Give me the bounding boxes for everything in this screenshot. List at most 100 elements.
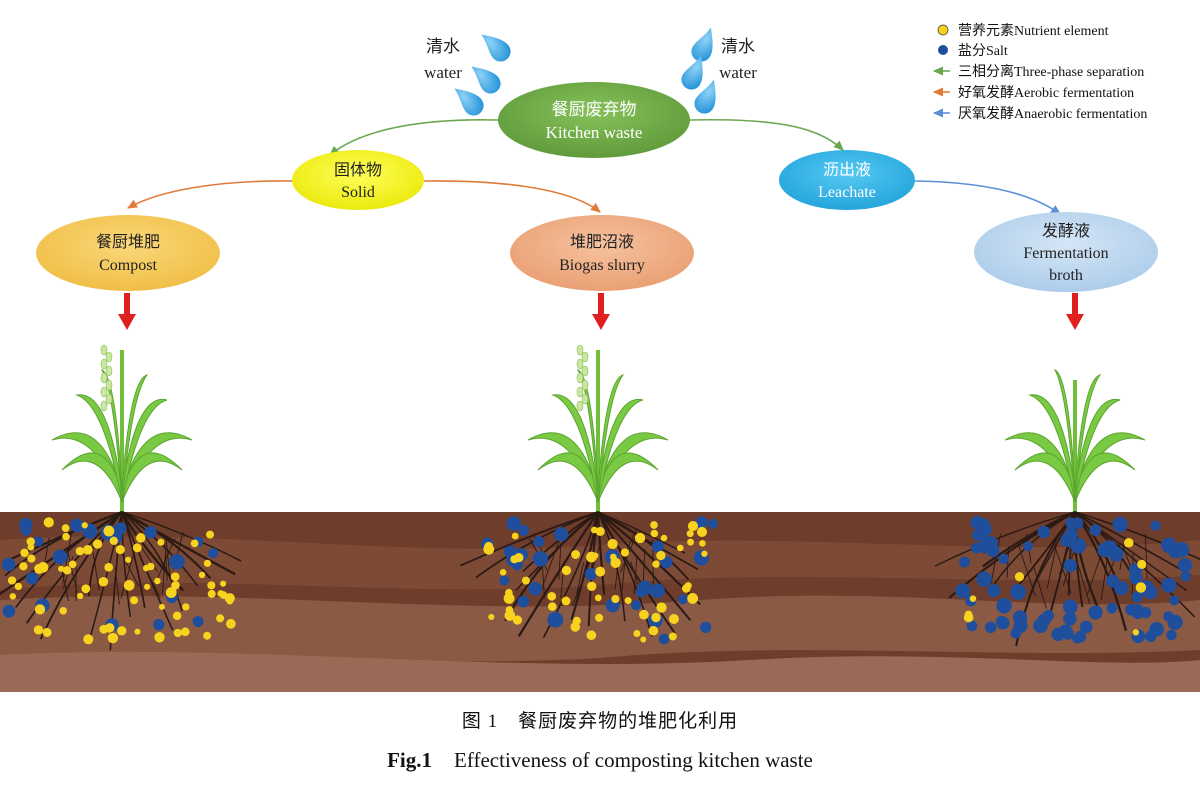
nutrient-particle: [650, 529, 659, 538]
nutrient-particle: [595, 613, 604, 622]
nutrient-particle: [969, 595, 977, 602]
salt-particle: [1037, 525, 1051, 539]
salt-particle: [658, 633, 670, 645]
arrow-to-biogas: [423, 180, 601, 213]
nutrient-particle: [132, 543, 142, 553]
nutrient-particle: [483, 543, 495, 555]
nutrient-particle: [20, 548, 29, 558]
salt-particle: [1062, 599, 1078, 615]
nutrient-particle: [503, 592, 515, 604]
nutrient-particle: [586, 630, 597, 640]
particle-cluster: [1, 517, 236, 645]
nutrient-particle: [652, 560, 660, 568]
nutrient-particle: [172, 611, 182, 621]
salt-particle: [113, 523, 126, 536]
salt-particle: [517, 595, 530, 608]
particle-cluster: [955, 515, 1193, 644]
nutrient-particle: [190, 539, 199, 548]
salt-particle: [1063, 612, 1077, 626]
nutrient-particle: [650, 521, 658, 529]
salt-particle: [518, 524, 530, 536]
nutrient-particle: [686, 530, 694, 538]
salt-particle: [1022, 541, 1033, 552]
nutrient-particle: [521, 576, 530, 585]
salt-particle: [1037, 613, 1051, 627]
nutrient-particle: [1014, 572, 1025, 582]
salt-particle: [985, 621, 997, 634]
salt-particle: [971, 529, 984, 541]
nutrient-particle: [687, 520, 699, 532]
nutrient-particle: [607, 538, 618, 550]
diagram-canvas: 清水 water 清水 water 餐厨废弃物 Kitchen waste 固体…: [0, 23, 1200, 692]
nutrient-particle: [171, 580, 180, 590]
salt-particle: [144, 525, 157, 539]
node-kitchen-waste-en: Kitchen waste: [546, 123, 643, 142]
nutrient-particle: [547, 591, 557, 601]
nutrient-particle: [68, 560, 77, 569]
salt-particle: [2, 604, 16, 618]
nutrient-particle: [198, 571, 206, 579]
nutrient-particle: [34, 604, 46, 615]
nutrient-particle: [668, 613, 679, 624]
nutrient-particle: [157, 538, 165, 546]
nutrient-particle: [180, 627, 190, 637]
salt-particle: [1163, 611, 1174, 622]
nutrient-particle: [561, 565, 572, 576]
nutrient-particle: [125, 556, 132, 563]
salt-particle: [1013, 618, 1028, 633]
nutrient-particle: [499, 569, 507, 576]
salt-particle: [1150, 520, 1161, 531]
node-fermentation-zh: 发酵液: [1042, 222, 1090, 240]
nutrient-particle: [37, 562, 49, 573]
plant-icon: [1004, 368, 1146, 512]
nutrient-particle: [59, 607, 67, 615]
node-compost-en: Compost: [99, 257, 157, 274]
salt-particle: [699, 621, 712, 634]
legend-salt: 盐分Salt: [958, 43, 1008, 59]
nutrient-particle: [648, 625, 659, 636]
salt-particle: [1, 557, 16, 572]
plant-icon: [527, 344, 669, 512]
caption-en-text: Effectiveness of composting kitchen wast…: [454, 748, 813, 772]
salt-particle: [506, 516, 521, 531]
nutrient-particle: [624, 597, 632, 605]
nutrient-particle: [83, 634, 94, 645]
nutrient-particle: [611, 594, 620, 604]
nutrient-particle: [203, 631, 212, 640]
salt-particle: [25, 572, 39, 585]
nutrient-particle: [226, 597, 234, 605]
water-drop-icon: [454, 27, 716, 116]
nutrient-particle: [107, 632, 119, 644]
legend-three-phase: 三相分离Three-phase separation: [958, 63, 1144, 80]
nutrient-particle: [207, 581, 216, 590]
salt-particle: [1010, 583, 1026, 600]
salt-particle: [1106, 602, 1118, 614]
nutrient-particle: [182, 603, 190, 611]
salt-particle: [959, 556, 970, 568]
salt-particle: [1169, 595, 1180, 606]
salt-particle: [1161, 577, 1177, 593]
node-kitchen-waste-zh: 餐厨废弃物: [552, 100, 637, 119]
nutrient-particle: [27, 543, 35, 551]
salt-particle: [169, 554, 185, 570]
nutrient-particle: [27, 554, 36, 563]
nutrient-particle: [170, 572, 180, 582]
salt-particle: [1089, 524, 1102, 536]
nutrient-particle: [62, 565, 72, 575]
nutrient-particle: [203, 559, 212, 567]
nutrient-particle: [33, 625, 44, 635]
nutrient-particle: [572, 616, 581, 625]
nutrient-particle: [130, 596, 139, 605]
salt-particle: [996, 598, 1012, 614]
salt-particle: [547, 611, 564, 628]
legend-salt-swatch: [938, 45, 948, 55]
arrow-to-leachate: [689, 118, 844, 151]
salt-particle: [70, 518, 84, 533]
nutrient-particle: [963, 612, 974, 623]
node-fermentation-en2: broth: [1049, 267, 1083, 284]
salt-particle: [1177, 558, 1193, 573]
nutrient-particle: [83, 544, 93, 555]
nutrient-particle: [656, 550, 666, 561]
salt-particle: [554, 527, 569, 542]
salt-particle: [533, 536, 545, 548]
